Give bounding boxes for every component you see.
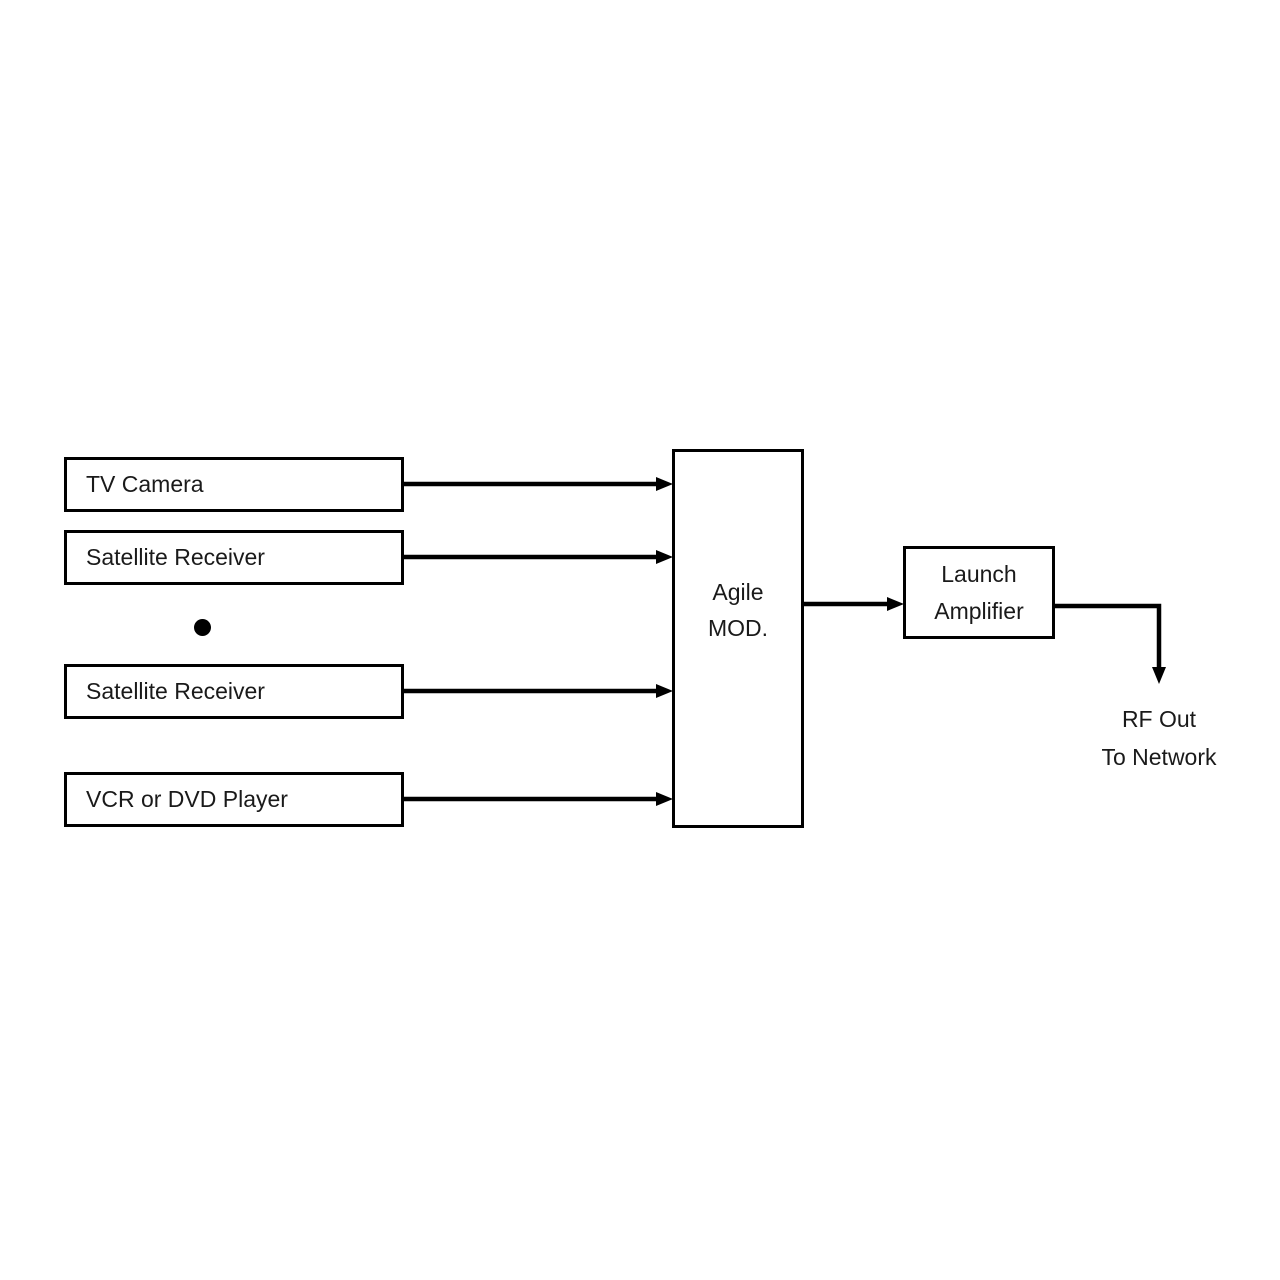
more-sources-dot-icon [194,619,211,636]
arrow-vcr-dvd-to-mod [404,792,673,806]
agile-modulator-label-line1: Agile [712,579,764,605]
arrow-tv-camera-to-mod [404,477,673,491]
arrow-mod-to-amplifier [804,597,904,611]
agile-modulator-label-line2: MOD. [707,615,769,641]
box-satellite-receiver-2-label: Satellite Receiver [86,677,265,704]
box-satellite-receiver-2: Satellite Receiver [64,664,404,719]
box-launch-amplifier: Launch Amplifier [903,546,1055,639]
arrow-amplifier-to-rf-out [1055,603,1166,684]
rf-out-to-network-label: RF Out To Network [1039,700,1279,776]
arrow-satellite-receiver-2-to-mod [404,684,673,698]
box-vcr-dvd-player-label: VCR or DVD Player [86,785,288,812]
box-satellite-receiver-1: Satellite Receiver [64,530,404,585]
box-vcr-dvd-player: VCR or DVD Player [64,772,404,827]
launch-amplifier-label-line2: Amplifier [934,597,1024,624]
arrow-satellite-receiver-1-to-mod [404,550,673,564]
box-agile-modulator: Agile MOD. [672,449,804,828]
rf-out-label-line2: To Network [1101,744,1217,770]
agile-modulator-label: Agile MOD. [675,574,801,646]
rf-out-label-line1: RF Out [1121,706,1197,732]
box-tv-camera: TV Camera [64,457,404,512]
launch-amplifier-label-line1: Launch [941,560,1017,587]
box-tv-camera-label: TV Camera [86,470,204,497]
box-satellite-receiver-1-label: Satellite Receiver [86,543,265,570]
